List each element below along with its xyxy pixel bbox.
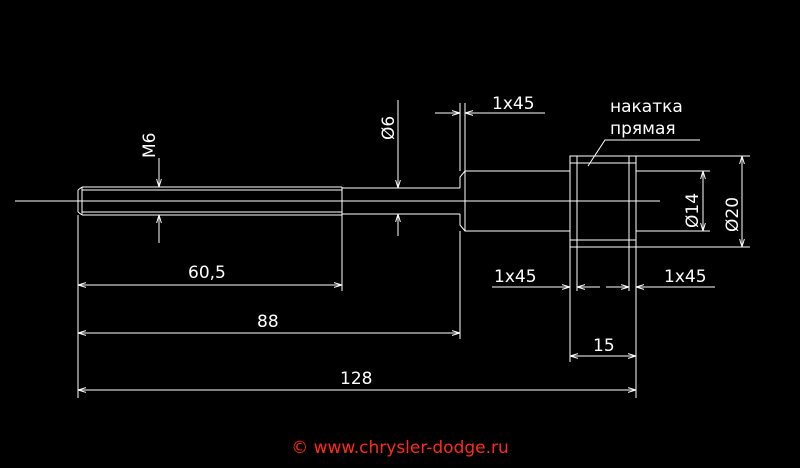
label-d6: Ø6 — [379, 116, 399, 140]
knurl-leader — [587, 139, 700, 167]
shaft-section — [342, 187, 460, 215]
label-m6: M6 — [140, 133, 160, 158]
label-88: 88 — [257, 312, 279, 332]
label-chamfer-top: 1x45 — [492, 94, 535, 114]
label-d20: Ø20 — [723, 197, 743, 232]
label-knurl-1: накатка — [610, 97, 683, 117]
dim-d14 — [636, 170, 710, 232]
copyright-text: © www.chrysler-dodge.ru — [291, 438, 509, 458]
label-knurl-2: прямая — [610, 119, 676, 139]
body-d14 — [459, 170, 570, 232]
dim-chamfer-top — [435, 103, 545, 171]
dim-d20 — [636, 155, 750, 248]
knurled-section — [569, 155, 637, 248]
label-chamfer-right: 1x45 — [664, 267, 707, 287]
label-128: 128 — [340, 369, 372, 389]
thread-section — [77, 186, 343, 216]
label-d14: Ø14 — [683, 193, 703, 228]
label-chamfer-left: 1x45 — [494, 267, 537, 287]
label-15: 15 — [593, 336, 615, 356]
label-60-5: 60,5 — [188, 263, 226, 283]
